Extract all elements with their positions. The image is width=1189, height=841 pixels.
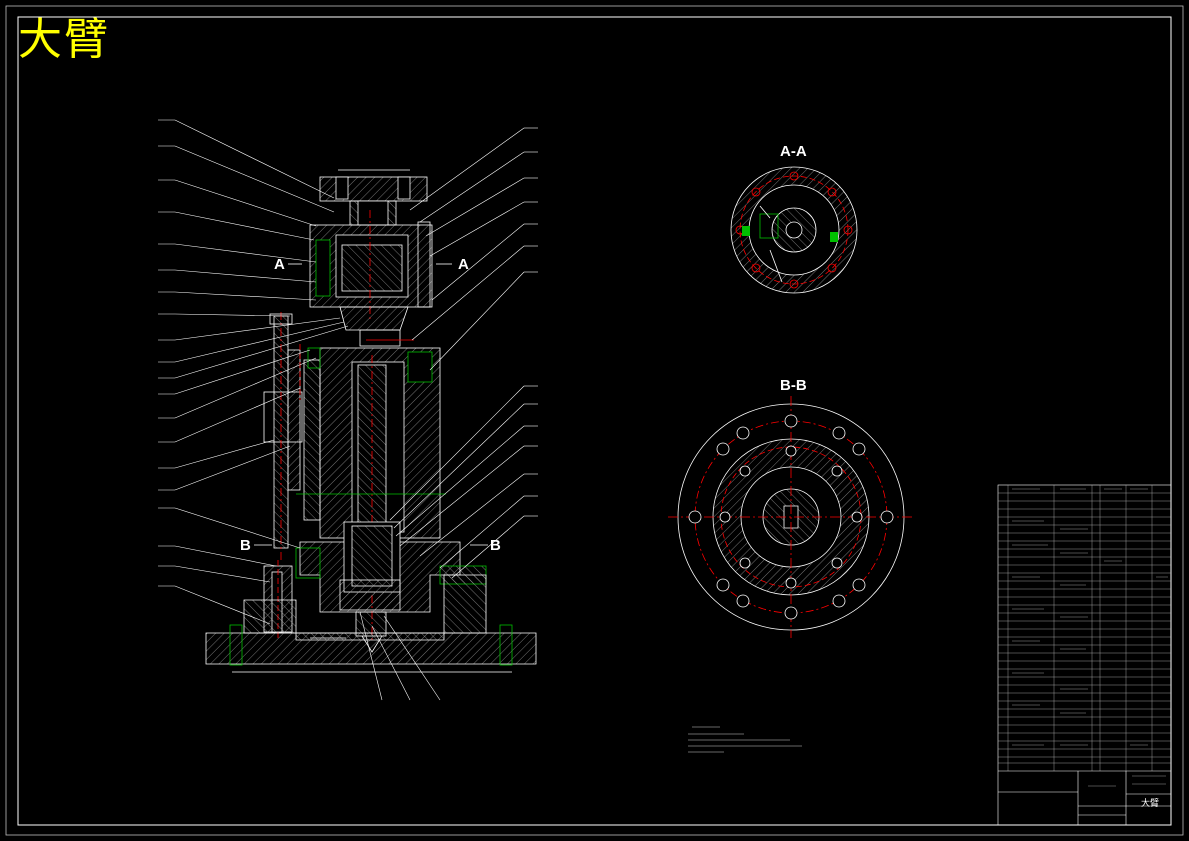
inner-border bbox=[17, 16, 1172, 826]
section-bb-view bbox=[668, 396, 914, 638]
leader-lines-right bbox=[359, 127, 538, 701]
drawing-title: 大臂 bbox=[18, 14, 110, 65]
section-aa-view bbox=[730, 166, 858, 294]
section-a-right-marker: A bbox=[458, 256, 469, 273]
technical-notes bbox=[688, 726, 802, 753]
title-block-part-name: 大臂 bbox=[1140, 799, 1159, 809]
outer-border bbox=[5, 5, 1184, 836]
section-bb-label: B-B bbox=[780, 377, 807, 394]
section-a-left-marker: A bbox=[274, 256, 285, 273]
section-b-right-marker: B bbox=[490, 537, 501, 554]
parts-list bbox=[997, 484, 1172, 826]
leader-lines-left bbox=[158, 119, 349, 625]
section-aa-label: A-A bbox=[780, 143, 807, 160]
section-b-left-marker: B bbox=[240, 537, 251, 554]
main-section-view bbox=[205, 169, 537, 673]
